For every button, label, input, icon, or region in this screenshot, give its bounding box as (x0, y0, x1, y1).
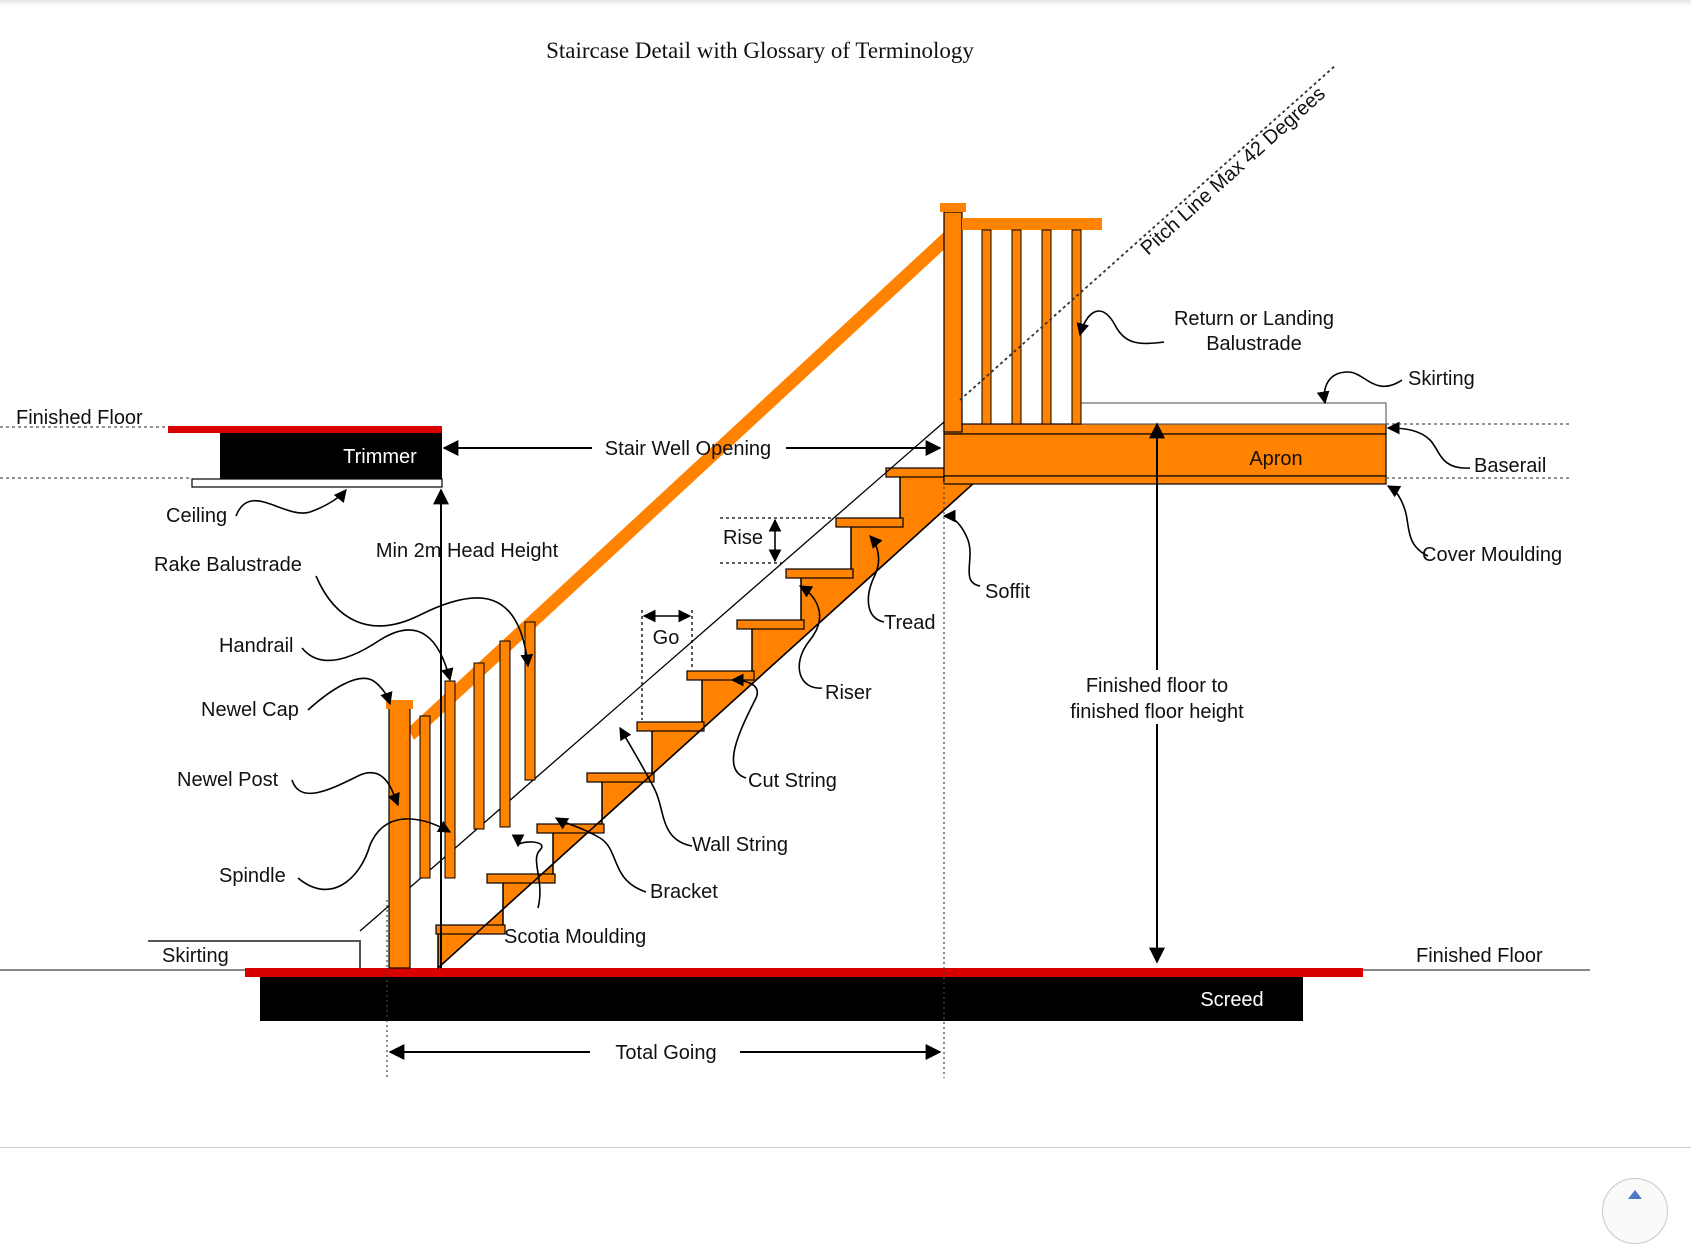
spindle (981, 229, 992, 425)
cut-string-label: Cut String (748, 770, 837, 792)
spindle (473, 662, 485, 830)
tread-nosing (536, 823, 605, 834)
skirting-lower-label: Skirting (162, 945, 229, 967)
tread-nosing (435, 924, 506, 935)
tread-nosing (835, 517, 904, 528)
ceiling-leader (235, 489, 347, 517)
ff-height-label-bg (1060, 670, 1256, 724)
handrail-label: Handrail (219, 635, 293, 657)
rake-balustrade-leader (315, 575, 534, 668)
landing-spindles (981, 229, 1082, 425)
cover-moulding (943, 475, 1387, 485)
rake-spindles (419, 621, 536, 879)
tread-nosings (435, 467, 945, 935)
stair-well-opening-label: Stair Well Opening (605, 438, 771, 460)
newel-post-leader (291, 772, 400, 807)
baserail-label: Baserail (1474, 455, 1546, 477)
apron-board (943, 433, 1387, 477)
ff-height-label-line1: Finished floor to (1086, 675, 1228, 697)
soffit-line (437, 481, 976, 969)
viewer-top-edge (0, 0, 1691, 6)
finished-floor-lower-label: Finished Floor (1416, 945, 1543, 967)
leader-lines (235, 310, 1471, 909)
newel-post-bottom (388, 706, 411, 969)
skirting-lower-board (148, 940, 361, 968)
trimmer-joist (220, 433, 442, 479)
min-head-height-label: Min 2m Head Height (376, 540, 559, 562)
return-balustrade-label-line1: Return or Landing (1174, 308, 1334, 330)
total-going-label: Total Going (615, 1042, 716, 1064)
chevron-up-icon (1628, 1190, 1642, 1199)
riser-leader (798, 585, 823, 689)
tread-nosing (686, 670, 755, 681)
staircase-diagram: Staircase Detail with Glossary of Termin… (0, 38, 1590, 1078)
baserail-leader (1386, 421, 1471, 469)
tread-nosing (586, 772, 655, 783)
newel-cap-top (940, 203, 966, 212)
rake-balustrade-label: Rake Balustrade (154, 554, 302, 576)
rise-label: Rise (723, 527, 763, 549)
apron-label: Apron (1249, 448, 1302, 470)
soffit-label: Soffit (985, 581, 1031, 603)
scotia-moulding-label: Scotia Moulding (504, 926, 646, 948)
spindle (444, 680, 456, 879)
wall-string-leader (619, 726, 693, 847)
bracket-leader (554, 817, 647, 893)
tread-nosing (885, 467, 945, 478)
return-balustrade-label-line2: Balustrade (1206, 333, 1302, 355)
ceiling-board (191, 478, 443, 488)
spindle (1011, 229, 1022, 425)
skirting-upper-label: Skirting (1408, 368, 1475, 390)
handrail-leader (301, 629, 454, 682)
ground-floor-finish (245, 968, 1363, 977)
newel-cap-label: Newel Cap (201, 699, 299, 721)
go-label: Go (653, 627, 680, 649)
tread-nosing (486, 873, 556, 884)
wall-string-line (359, 421, 945, 932)
newel-post-label: Newel Post (177, 769, 279, 791)
wall-string-label: Wall String (692, 834, 788, 856)
newel-cap-bottom (386, 700, 413, 709)
trimmer-label: Trimmer (343, 446, 417, 468)
diagram-title: Staircase Detail with Glossary of Termin… (546, 38, 974, 63)
newel-cap-leader (307, 677, 393, 711)
spindle-label: Spindle (219, 865, 286, 887)
finished-floor-upper-label: Finished Floor (16, 407, 143, 429)
skirting-upper-board (1079, 402, 1387, 425)
upper-floor-finish (168, 426, 442, 433)
pitch-line-label: Pitch Line Max 42 Degrees (1137, 83, 1330, 260)
tread-nosing (636, 721, 705, 732)
cover-moulding-label: Cover Moulding (1422, 544, 1562, 566)
ceiling-label: Ceiling (166, 505, 227, 527)
viewer-bottom-divider (0, 1147, 1691, 1148)
spindle (524, 621, 536, 781)
tread-label: Tread (884, 612, 936, 634)
landing-handrail (962, 218, 1102, 230)
scroll-to-top-button[interactable] (1602, 1178, 1668, 1244)
spindle (419, 715, 431, 879)
newel-post-top (943, 211, 963, 433)
cut-string-leader (730, 673, 759, 779)
spindle (499, 640, 511, 828)
spindle (1071, 229, 1082, 425)
soffit-leader (942, 509, 981, 587)
return-balustrade-leader (1076, 310, 1165, 345)
tread-leader (867, 535, 885, 623)
skirting-upper-leader (1316, 371, 1403, 405)
spindle (1041, 229, 1052, 425)
baserail (943, 423, 1387, 435)
cover-moulding-leader (1386, 485, 1429, 557)
tread-nosing (736, 619, 805, 630)
bracket-label: Bracket (650, 881, 718, 903)
screed-slab (260, 977, 1303, 1021)
tread-nosing (785, 568, 854, 579)
screed-label: Screed (1200, 989, 1263, 1011)
riser-label: Riser (825, 682, 872, 704)
ff-height-label-line2: finished floor height (1070, 701, 1244, 723)
scotia-moulding-leader (511, 834, 543, 909)
rake-handrail (408, 232, 950, 740)
spindle-leader (297, 818, 452, 891)
